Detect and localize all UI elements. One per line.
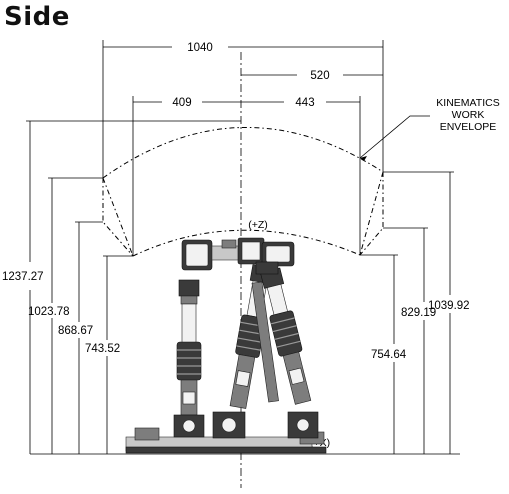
dimension-409-443: 409 443: [132, 96, 361, 256]
kinematics-work-envelope: [102, 127, 384, 257]
right-dimensions: 1039.92 829.19 754.64: [360, 171, 470, 454]
dim-1237-27-text: 1237.27: [2, 271, 44, 283]
left-strut: [173, 279, 205, 438]
dimension-1040: 1040: [102, 40, 384, 178]
dim-743-52-text: 743.52: [85, 343, 120, 355]
envelope-label-line-3: ENVELOPE: [440, 121, 497, 133]
dim-409-text: 409: [172, 97, 191, 109]
dim-1023-78-text: 1023.78: [28, 306, 70, 318]
dimension-520: 520: [241, 70, 383, 82]
dim-1039-92-text: 1039.92: [428, 300, 470, 312]
page-title: Side: [4, 2, 70, 32]
dim-1040-text: 1040: [187, 42, 213, 54]
envelope-label-line-2: WORK: [452, 109, 485, 121]
left-dimensions: 1237.27 1023.78 868.67 743.52: [2, 120, 241, 454]
envelope-label: KINEMATICS WORK ENVELOPE: [359, 97, 500, 161]
dim-754-64-text: 754.64: [371, 349, 407, 361]
top-platform: [181, 237, 295, 275]
envelope-label-line-1: KINEMATICS: [436, 97, 499, 109]
z-axis-label: (+Z): [248, 219, 268, 231]
dim-520-text: 520: [310, 70, 329, 82]
hexapod-robot: [125, 237, 327, 454]
dim-443-text: 443: [295, 97, 314, 109]
dim-868-67-text: 868.67: [58, 325, 93, 337]
dim-829-19-text: 829.19: [401, 307, 436, 319]
